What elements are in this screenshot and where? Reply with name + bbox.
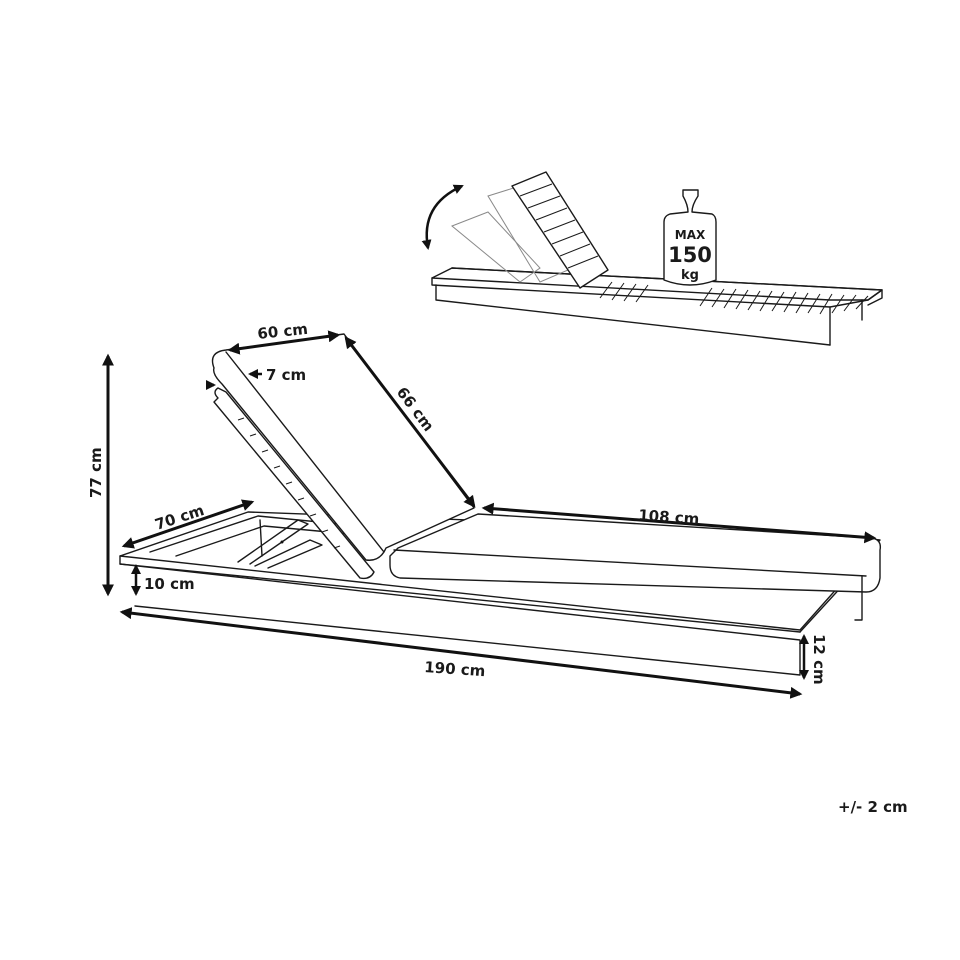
dim-label-backrest-width: 60 cm (257, 320, 309, 343)
weight-max-label: MAX (675, 228, 706, 242)
dim-label-total-height: 77 cm (87, 447, 105, 498)
tolerance-note: +/- 2 cm (838, 798, 908, 816)
weight-value-label: 150 (668, 243, 712, 267)
dim-label-frame-height-front: 10 cm (144, 575, 195, 593)
dim-label-total-length: 190 cm (424, 658, 486, 680)
main-lounger-illustration (119, 333, 882, 676)
dimension-lines (102, 330, 877, 699)
dim-label-frame-height-back: 12 cm (810, 634, 828, 685)
dim-label-seat-length: 108 cm (638, 506, 700, 528)
inset-lounger-illustration: MAX 150 kg (421, 171, 883, 346)
weight-icon: MAX 150 kg (663, 189, 717, 286)
curved-double-arrow-icon (421, 184, 464, 250)
weight-unit-label: kg (681, 268, 699, 283)
dim-label-cushion-thickness: 7 cm (266, 366, 306, 384)
